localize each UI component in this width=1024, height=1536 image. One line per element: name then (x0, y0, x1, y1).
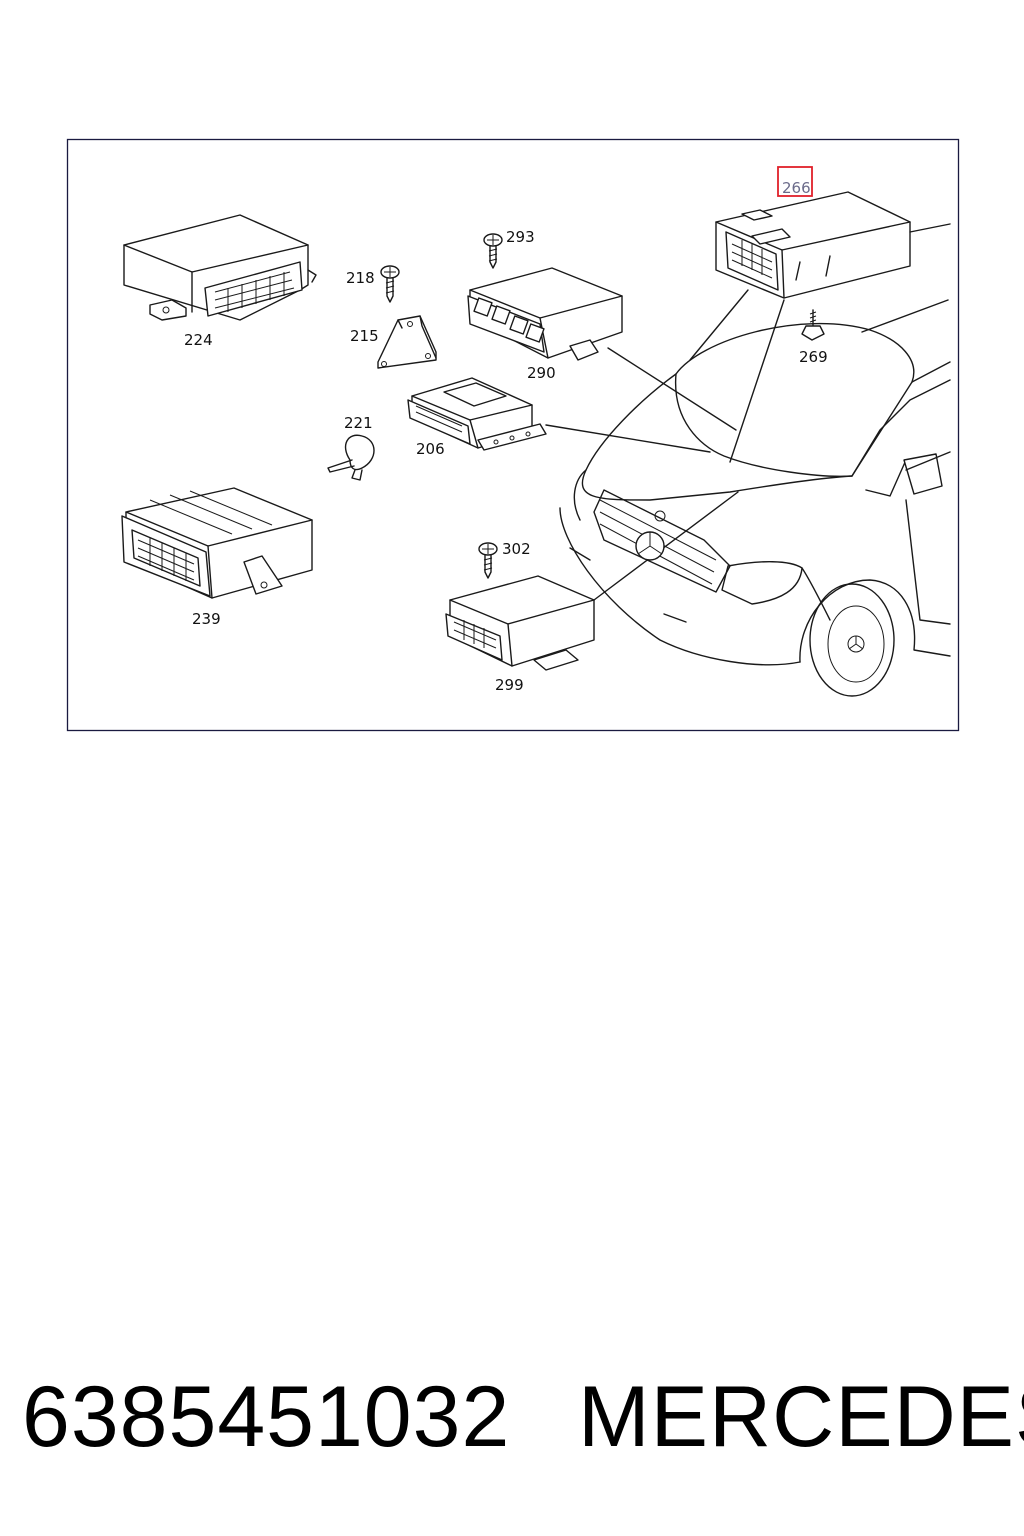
label-266: 266 (782, 179, 811, 197)
label-269: 269 (799, 348, 828, 366)
diagram-frame (66, 138, 960, 732)
label-293: 293 (506, 228, 535, 246)
module-224 (123, 214, 317, 321)
label-221: 221 (344, 414, 373, 432)
vehicle-outline (559, 299, 951, 697)
footer: 6385451032 MERCEDES (0, 1362, 1024, 1472)
module-290 (467, 267, 737, 431)
label-239: 239 (192, 610, 221, 628)
screw-302 (478, 542, 498, 579)
highlight-box-266 (777, 166, 813, 197)
label-290: 290 (527, 364, 556, 382)
label-215: 215 (350, 327, 379, 345)
screw-218 (380, 265, 400, 303)
label-218: 218 (346, 269, 375, 287)
screw-293 (483, 233, 503, 269)
module-266 (689, 191, 951, 463)
module-239 (121, 487, 313, 599)
part-number: 6385451032 (22, 1369, 511, 1465)
brand-name: MERCEDES (578, 1369, 1024, 1465)
label-299: 299 (495, 676, 524, 694)
module-299 (445, 491, 739, 671)
label-302: 302 (502, 540, 531, 558)
parts-diagram: 224 218 215 293 290 221 206 239 302 299 … (66, 138, 960, 732)
label-224: 224 (184, 331, 213, 349)
bracket-215 (377, 315, 437, 369)
module-206 (407, 377, 711, 453)
bolt-269 (801, 309, 825, 341)
label-206: 206 (416, 440, 445, 458)
cable-tie-221 (327, 434, 375, 481)
